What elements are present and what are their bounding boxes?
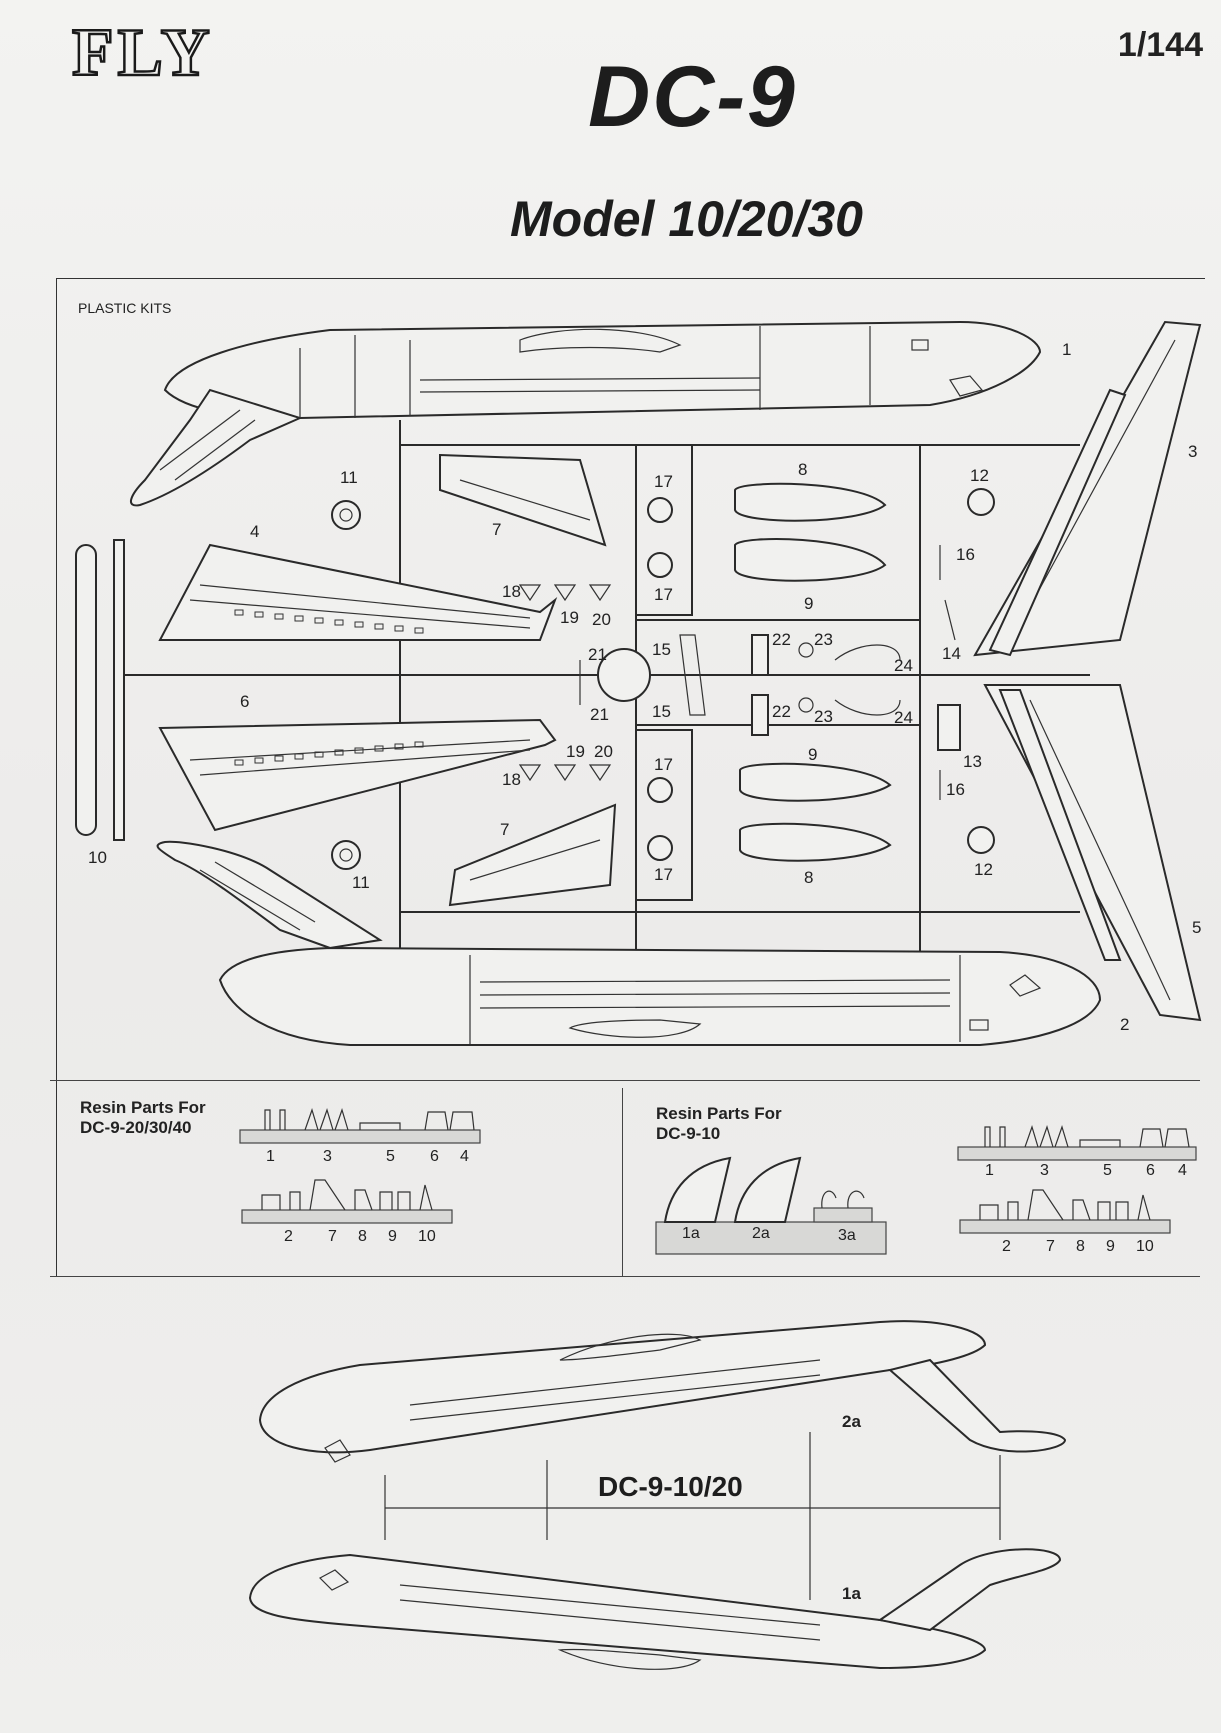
wing-lower <box>158 718 557 832</box>
resin-block-3a: 3a <box>838 1227 856 1244</box>
part-number-9-upper: 9 <box>804 594 814 613</box>
part-number-9-lower: 9 <box>808 745 818 764</box>
resin-right-row1-3: 3 <box>1040 1162 1049 1179</box>
round-parts <box>331 488 995 870</box>
resin-block-2a: 2a <box>752 1225 770 1242</box>
variant-label: DC-9-10/20 <box>598 1471 743 1502</box>
conversion-upper-fuselage <box>258 1320 1067 1463</box>
resin-right-row1-1: 1 <box>985 1162 994 1179</box>
part-number-13: 13 <box>963 752 982 771</box>
part-number-14: 14 <box>942 644 961 663</box>
fuselage-half-2 <box>156 840 1102 1046</box>
sprue-frame <box>56 278 1205 1277</box>
resin-left-row1-4: 4 <box>460 1148 469 1165</box>
page-title: DC-9 <box>588 49 797 145</box>
resin-bars-left <box>239 1108 481 1224</box>
resin-right-row2-8: 8 <box>1076 1238 1085 1255</box>
section-divider <box>50 1080 1200 1081</box>
section-divider-bottom <box>50 1276 1200 1277</box>
brand-logo: FLY <box>71 14 214 90</box>
part-number-17-b: 17 <box>654 585 673 604</box>
tail-fin-upper <box>973 320 1202 657</box>
page-subtitle: Model 10/20/30 <box>510 191 863 247</box>
part-number-18-upper: 18 <box>502 582 521 601</box>
part-number-19-lower: 19 <box>566 742 585 761</box>
resin-left-row1-5: 5 <box>386 1148 395 1165</box>
part-number-3: 3 <box>1188 442 1198 461</box>
part-number-16-upper: 16 <box>956 545 975 564</box>
part-number-22-lower: 22 <box>772 702 791 721</box>
part-number-7-lower: 7 <box>500 820 510 839</box>
part-number-12-lower: 12 <box>974 860 993 879</box>
resin-left-row2-10: 10 <box>418 1228 436 1245</box>
part-number-17-c: 17 <box>654 755 673 774</box>
variant-part-1a: 1a <box>842 1584 861 1603</box>
nacelles <box>734 482 892 862</box>
resin-left-row1-3: 3 <box>323 1148 332 1165</box>
sprue-runners <box>120 420 1090 960</box>
part-number-19-upper: 19 <box>560 608 579 627</box>
part-number-7-upper: 7 <box>492 520 502 539</box>
part-10-strip <box>75 539 125 841</box>
resin-left-row2-7: 7 <box>328 1228 337 1245</box>
variant-part-2a: 2a <box>842 1412 861 1431</box>
resin-right-row1-4: 4 <box>1178 1162 1187 1179</box>
part-number-17-a: 17 <box>654 472 673 491</box>
wing-upper <box>158 543 558 641</box>
part-number-23-upper: 23 <box>814 630 833 649</box>
resin-left-row1-6: 6 <box>430 1148 439 1165</box>
scale-label: 1/144 <box>1117 26 1203 64</box>
part-number-2: 2 <box>1120 1015 1130 1034</box>
part-number-15-upper: 15 <box>652 640 671 659</box>
part-number-24-upper: 24 <box>894 656 913 675</box>
part-number-15-lower: 15 <box>652 702 671 721</box>
part-number-21-upper: 21 <box>588 645 607 664</box>
part-number-6: 6 <box>240 692 250 711</box>
resin-right-row2-7: 7 <box>1046 1238 1055 1255</box>
resin-right-row1-5: 5 <box>1103 1162 1112 1179</box>
resin-right-row2-10: 10 <box>1136 1238 1154 1255</box>
part-number-4: 4 <box>250 522 260 541</box>
part-number-8-upper: 8 <box>798 460 808 479</box>
conversion-dimension-lines <box>384 1432 1001 1600</box>
resin-left-title: Resin Parts For DC-9-20/30/40 <box>80 1098 206 1137</box>
part-number-16-lower: 16 <box>946 780 965 799</box>
part-number-20-lower: 20 <box>594 742 613 761</box>
part-number-17-d: 17 <box>654 865 673 884</box>
part-number-23-lower: 23 <box>814 707 833 726</box>
part-number-21-lower: 21 <box>590 705 609 724</box>
part-number-10: 10 <box>88 848 107 867</box>
part-number-24-lower: 24 <box>894 708 913 727</box>
resin-right-title: Resin Parts For DC-9-10 <box>656 1104 782 1143</box>
part-number-18-lower: 18 <box>502 770 521 789</box>
resin-left-row1-1: 1 <box>266 1148 275 1165</box>
resin-left-row2-8: 8 <box>358 1228 367 1245</box>
resin-block-1a: 1a <box>682 1225 700 1242</box>
part-number-5: 5 <box>1192 918 1202 937</box>
conversion-lower-fuselage <box>248 1548 1062 1670</box>
part-number-11-lower: 11 <box>352 873 370 892</box>
part-number-20-upper: 20 <box>592 610 611 629</box>
small-parts <box>518 545 961 800</box>
stabilizer-upper <box>439 453 607 547</box>
resin-right-row2-9: 9 <box>1106 1238 1115 1255</box>
fuselage-half-1 <box>130 320 1042 507</box>
part-number-12-upper: 12 <box>970 466 989 485</box>
tail-fin-lower <box>983 684 1202 1022</box>
resin-right-row2-2: 2 <box>1002 1238 1011 1255</box>
part-number-1: 1 <box>1062 340 1072 359</box>
resin-left-row2-9: 9 <box>388 1228 397 1245</box>
part-number-11-upper: 11 <box>340 468 358 487</box>
part-number-8-lower: 8 <box>804 868 814 887</box>
stabilizer-lower <box>448 803 617 907</box>
resin-blocks-right <box>655 1125 1197 1255</box>
resin-left-row2-2: 2 <box>284 1228 293 1245</box>
plastic-kits-label: PLASTIC KITS <box>78 300 172 316</box>
resin-right-row1-6: 6 <box>1146 1162 1155 1179</box>
part-number-22-upper: 22 <box>772 630 791 649</box>
resin-section-split <box>622 1088 623 1276</box>
